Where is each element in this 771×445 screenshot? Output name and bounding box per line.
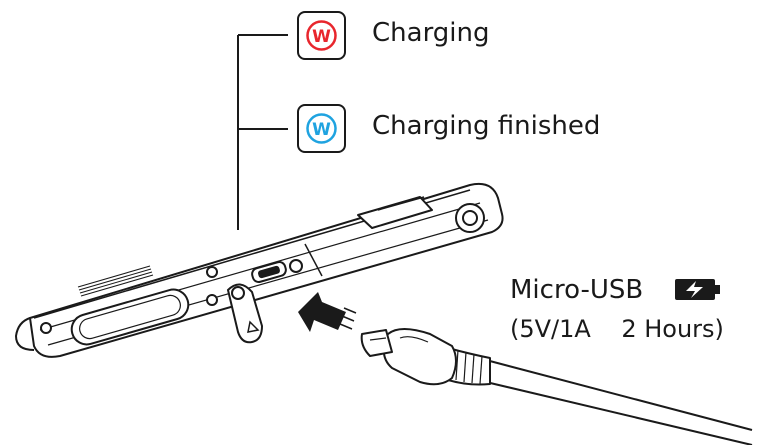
micro-usb-cable [362, 329, 752, 445]
charging-finished-indicator: W [298, 105, 345, 152]
battery-charging-icon [675, 279, 720, 300]
screw-icon [207, 295, 217, 305]
charging-indicator: W [298, 12, 345, 59]
insert-arrow-icon [298, 292, 356, 332]
screw-icon [41, 323, 51, 333]
charging-finished-label: Charging finished [372, 113, 600, 139]
port-spec-label: (5V/1A 2 Hours) [510, 317, 724, 341]
led-blue-letter: W [312, 120, 331, 140]
screw-icon [290, 260, 302, 272]
screw-icon [207, 267, 217, 277]
charging-label: Charging [372, 20, 490, 46]
port-name-label: Micro-USB [510, 277, 643, 303]
led-red-letter: W [312, 27, 331, 47]
indicator-leader-lines [238, 35, 288, 230]
